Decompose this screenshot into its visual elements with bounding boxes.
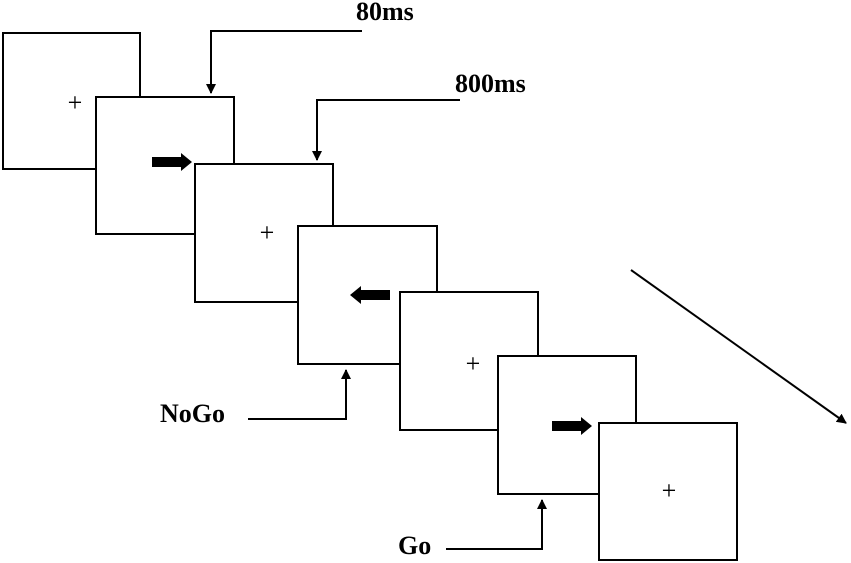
- connector-800ms: [312, 99, 460, 161]
- fixation-cross: +: [662, 476, 677, 505]
- frame-7: +: [598, 422, 738, 561]
- connector-go: [446, 499, 547, 550]
- fixation-cross: +: [68, 88, 83, 117]
- label-go: Go: [398, 531, 431, 560]
- time-direction-arrow: [630, 269, 847, 424]
- fixation-cross: +: [466, 349, 481, 378]
- right-arrow-icon: [152, 153, 192, 171]
- label-800ms: 800ms: [455, 69, 526, 98]
- right-arrow-icon: [552, 417, 592, 435]
- fixation-cross: +: [260, 218, 275, 247]
- label-nogo: NoGo: [160, 399, 225, 428]
- annotation-nogo: NoGo: [160, 369, 351, 428]
- annotation-go: Go: [398, 499, 547, 560]
- label-80ms: 80ms: [356, 0, 414, 26]
- connector-80ms: [206, 30, 362, 94]
- left-arrow-icon: [350, 286, 390, 304]
- annotation-800ms: 800ms: [312, 69, 526, 161]
- annotation-80ms: 80ms: [206, 0, 414, 94]
- connector-nogo: [248, 369, 351, 420]
